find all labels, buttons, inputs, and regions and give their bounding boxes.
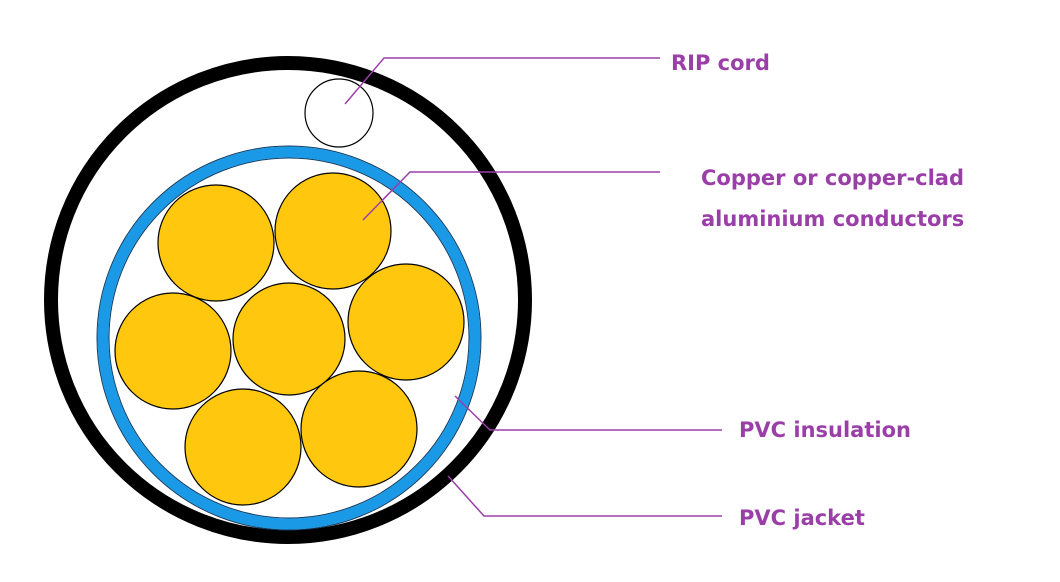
conductors-leader: [362, 171, 660, 221]
conductors-label-line1: Copper or copper-clad: [701, 166, 965, 190]
rip-cord-circle: [304, 78, 374, 148]
conductor-group: [114, 172, 465, 506]
conductor: [232, 282, 346, 396]
pvc-jacket-label: PVC jacket: [739, 506, 865, 530]
rip-cord-leader: [344, 57, 660, 105]
rip-cord-label: RIP cord: [671, 51, 770, 75]
pvc-jacket-leader: [447, 475, 722, 517]
pvc-insulation-label: PVC insulation: [739, 418, 911, 442]
conductors-label: Copper or copper-clad aluminium conducto…: [701, 158, 964, 240]
pvc-insulation-inner-edge: [108, 157, 470, 519]
pvc-insulation-leader: [454, 395, 722, 431]
conductor: [347, 263, 465, 381]
pvc-insulation-outer-edge: [96, 145, 482, 531]
conductor: [184, 388, 302, 506]
conductor: [274, 172, 392, 290]
conductor: [157, 184, 275, 302]
leader-lines: [344, 57, 722, 517]
conductor: [300, 370, 418, 488]
conductors-label-line2: aluminium conductors: [701, 207, 965, 231]
conductor: [114, 292, 232, 410]
